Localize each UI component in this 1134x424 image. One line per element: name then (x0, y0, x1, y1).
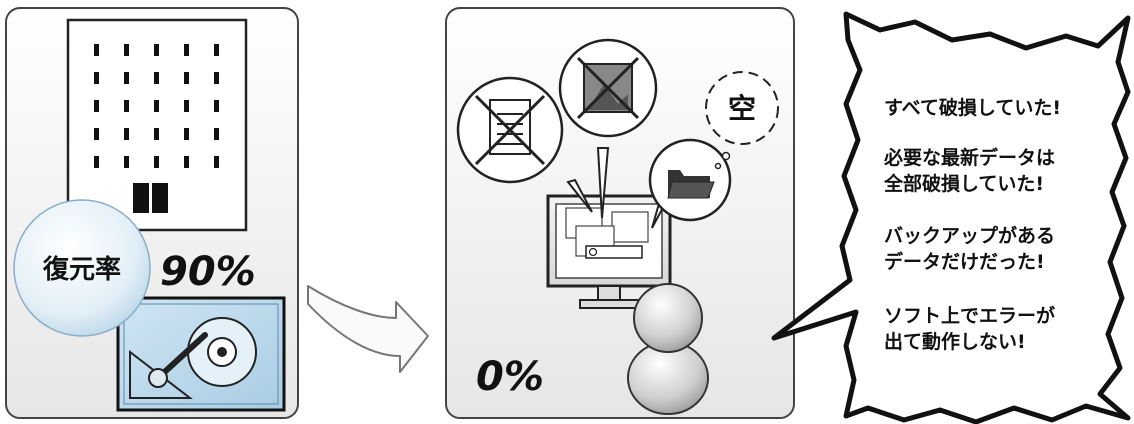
building-window (184, 100, 189, 112)
building-window (154, 100, 159, 112)
building-window (184, 72, 189, 84)
building-window (94, 128, 99, 140)
building-window (124, 156, 129, 168)
building-window (124, 72, 129, 84)
speech-bubble: すべて破損していた! 必要な最新データは 全部破損していた! バックアップがある… (774, 14, 1128, 422)
building-window (214, 72, 219, 84)
building-window (184, 156, 189, 168)
building-window (214, 100, 219, 112)
panel-middle: 空 0% (446, 8, 794, 418)
building-window (214, 128, 219, 140)
speech-line-6: ソフト上でエラーが (884, 304, 1055, 327)
panel-left: 復元率 90% (6, 8, 298, 418)
arrow-icon (308, 286, 428, 372)
speech-line-5: データだけだった! (884, 250, 1045, 273)
building-icon (68, 20, 246, 230)
recovery-rate-label: 復元率 (42, 254, 121, 285)
speech-line-3: 全部破損していた! (883, 172, 1044, 195)
building-window (214, 44, 219, 56)
speech-line-7: 出て動作しない! (884, 330, 1026, 353)
building-window (124, 128, 129, 140)
building-window (94, 100, 99, 112)
building-window (124, 100, 129, 112)
building-window (94, 72, 99, 84)
recovery-rate-badge: 復元率 (14, 200, 150, 336)
building-window (94, 156, 99, 168)
building-window (154, 128, 159, 140)
building-window (94, 44, 99, 56)
recovery-rate-middle: 0% (476, 354, 544, 400)
speech-line-4: バックアップがある (884, 224, 1055, 247)
building-window (184, 44, 189, 56)
empty-label: 空 (728, 92, 756, 125)
recovery-rate-left: 90% (160, 249, 256, 295)
speech-line-2: 必要な最新データは (883, 146, 1055, 169)
building-window (154, 72, 159, 84)
hard-disk-icon (118, 298, 284, 410)
building-window (154, 156, 159, 168)
building-window (184, 128, 189, 140)
building-window (214, 156, 219, 168)
speech-line-1: すべて破損していた! (884, 97, 1061, 119)
building-window (124, 44, 129, 56)
building-window (154, 44, 159, 56)
